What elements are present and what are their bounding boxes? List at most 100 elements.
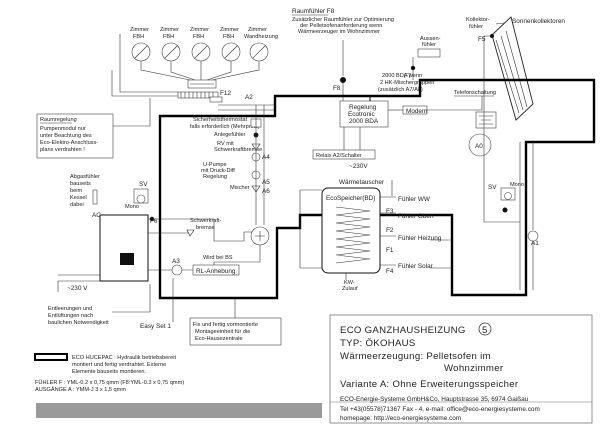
rl-anhebung-label: RL-Anhebung	[196, 268, 236, 275]
abgas-label-1: Abgasfühler	[70, 174, 100, 180]
raumfuehler-title: Raumfühler F8	[292, 8, 335, 15]
pump-a0-icon	[468, 133, 492, 157]
room-label-5b: Wandheizung	[244, 34, 278, 40]
montage-line-2: Montageeinheit für die	[195, 329, 250, 335]
label-sv-left: SV	[139, 181, 148, 188]
manifold	[177, 91, 219, 99]
kollektor-label-1: Kollektor-	[466, 17, 490, 23]
upumpe-label-3: Regelung	[203, 174, 227, 180]
room-sensor-f8: Raumfühler F8 Zusätzlicher Raumfühler zu…	[292, 8, 394, 110]
pump-group: Sicherheitsthermostat falls erforderlich…	[190, 104, 275, 225]
extra-mixer-note: 2000 BDA wenn 2 HK-Mischergruppen (zusät…	[378, 73, 496, 97]
label-a3: A3	[172, 258, 180, 265]
raumfuehler-line-2: der Pelletsofenanforderung wenn	[300, 23, 382, 29]
label-a2: A2	[245, 94, 253, 101]
room-label-1b: FBH	[133, 34, 144, 40]
legend-line-5: AUSGÄNGE A : YMM-J 3 x 1,5 qmm	[35, 386, 126, 393]
title-variante: Variante A: Ohne Erweiterungsspeicher	[340, 379, 519, 390]
solar-pump-group: SV Mono A1	[483, 80, 539, 290]
storage-tank: Wärmetauscher EcoSpeicher(BD) Fühler WW …	[299, 179, 452, 292]
kollektor-label-2: fühler	[469, 24, 483, 30]
zusatz-line-3: (zusätzlich A7/A8)	[378, 87, 423, 93]
aussenfuehler-label-2: fühler	[422, 42, 436, 48]
ecospeicher-label: EcoSpeicher(BD)	[326, 195, 375, 202]
room-control-note: Raumregelung Pumpenmodul nur unter Beach…	[36, 98, 151, 159]
footer-bar	[36, 403, 322, 418]
label-sv-right: SV	[488, 184, 497, 191]
entleerung-line-3: baulichen Notwendigkeit	[48, 320, 109, 326]
schwerkraft-label-2: bremse	[196, 225, 215, 231]
fuehler-solar-label: Fühler Solar	[398, 263, 434, 270]
room-label-3a: Zimmer	[190, 27, 209, 33]
title-number-circle	[478, 322, 492, 336]
modem-label: Modem	[406, 108, 427, 115]
regelung-label-3: 2000 BDA	[349, 118, 379, 125]
title-waerme-1: Wärmeerzeugung: Pelletsofen im	[340, 351, 491, 362]
regelung-label-1: Regelung	[349, 104, 377, 111]
assembly-note: Fix und fertig vormontierte Montageeinhe…	[189, 298, 282, 346]
title-typ: TYP: ÖKOHAUS	[340, 338, 416, 349]
montage-line-3: Eco-Hausezentrale	[195, 336, 243, 342]
label-f7: F7	[404, 73, 412, 80]
raumregelung-line-4: Eco-Elektro-Anschluss-	[40, 140, 98, 146]
legend-line-3: Elemente bauseits montieren.	[72, 369, 146, 375]
raumregelung-line-2: Pumpenmodul nur	[40, 126, 86, 132]
rv-label-1: RV mit	[217, 141, 234, 147]
outdoor-sensor-f7: Aussen- fühler F7	[404, 36, 441, 80]
relais-label: Relais A2/Schalter	[316, 153, 362, 159]
aussenfuehler-label-1: Aussen-	[420, 36, 441, 42]
entleerung-line-2: Entlüftungen nach	[48, 313, 93, 319]
label-mono-right: Mono	[510, 182, 524, 188]
title-block: ECO GANZHAUSHEIZUNG 5 TYP: ÖKOHAUS Wärme…	[329, 314, 593, 424]
f12-sensor	[209, 96, 223, 103]
stove-window	[120, 253, 134, 265]
label-a5: A5	[262, 179, 270, 186]
room-label-3b: FBH	[193, 34, 204, 40]
mischer-label: Mischer	[230, 185, 250, 191]
solar-panel	[491, 16, 534, 121]
rv-label-2: Schwerkraftbremse	[214, 147, 262, 153]
label-mono-left: Mono	[125, 204, 139, 210]
controller-ecotronic: Regelung Ecotronic 2000 BDA Modem A0	[339, 96, 497, 157]
kw-label-2: Zulauf	[342, 286, 358, 292]
label-f6: F6	[150, 218, 158, 225]
upumpe-label-1: U-Pumpe	[203, 162, 227, 168]
room-heaters: Zimmer FBH Zimmer FBH Zimmer FBH Zimmer …	[111, 27, 278, 103]
room-label-2b: FBH	[163, 34, 174, 40]
sonnenkollektoren-label: Sonnenkollektoren	[512, 18, 565, 25]
zusatz-line-1: 2000 BDA wenn	[382, 73, 422, 79]
sicherheit-line-2: falls erforderlich (Mehrpreis)	[190, 124, 260, 130]
company-address: ECO-Energie-Systeme GmbH&Co, Hauptstrass…	[340, 396, 529, 403]
room-label-5a: Zimmer	[248, 27, 267, 33]
rl-small-label: Wird bei BS	[203, 255, 233, 261]
label-a1: A1	[531, 240, 539, 247]
legend: ECO HUCEPAC : Hydraulik betriebsbereit m…	[34, 353, 184, 393]
title-number: 5	[482, 325, 488, 336]
room-label-4b: FBH	[223, 34, 234, 40]
fuehler-heizung-label: Fühler Heizung	[398, 235, 442, 242]
thermostat-icon	[131, 42, 269, 62]
relay-box: Relais A2/Schalter ~230V	[312, 127, 376, 170]
legend-line-1: ECO HUCEPAC : Hydraulik betriebsbereit	[72, 355, 176, 361]
label-ac-left: AC	[92, 212, 101, 219]
label-a6: A6	[262, 188, 270, 195]
entleerung-line-1: Entleerungen und	[48, 306, 92, 312]
raumregelung-title: Raumregelung	[40, 117, 77, 123]
title-waerme-2: Wohnzimmer	[444, 363, 504, 374]
raumregelung-line-3: unter Beachtung des	[40, 133, 92, 139]
stove-body	[99, 214, 149, 282]
label-f12: F12	[220, 90, 231, 97]
label-f1: F1	[386, 247, 394, 254]
abgas-label-5: dabei	[70, 202, 84, 208]
company-homepage: homepage: http://eco-energiesysteme.com	[340, 415, 461, 422]
teleschaltung-label: Telefonschaltung	[454, 90, 496, 96]
solar-collector: Kollektor- fühler F5 Sonnenkollektoren	[466, 16, 565, 121]
zusatz-line-2: 2 HK-Mischergruppen	[380, 80, 434, 86]
legend-line-2: montiert und fertig verdrahtet. Externe	[72, 362, 166, 368]
abgas-label-2: bauseits	[70, 181, 91, 187]
hucepac-boundary	[158, 78, 596, 300]
raumfuehler-line-1: Zusätzlicher Raumfühler zur Optimierung	[292, 17, 394, 23]
drain-note: Entleerungen und Entlüftungen nach bauli…	[48, 284, 171, 330]
